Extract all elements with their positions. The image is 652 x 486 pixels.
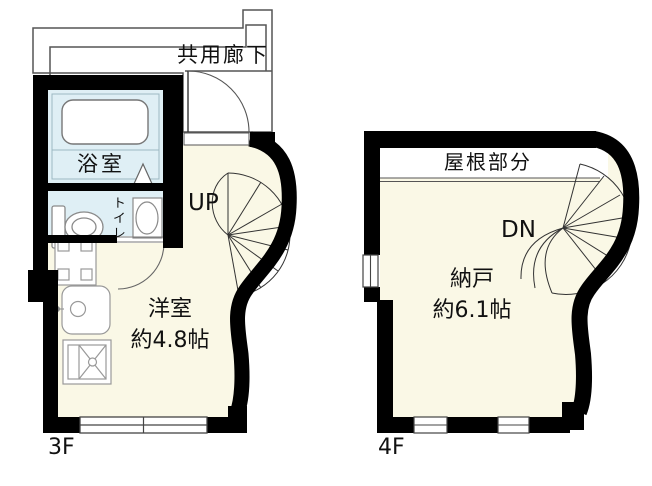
toilet-threshold xyxy=(117,236,163,243)
corridor-label: 共用廊下 xyxy=(177,43,269,67)
stove-counter-icon xyxy=(54,235,97,286)
roof-strip xyxy=(380,148,608,182)
toilet-door-swing xyxy=(117,242,165,290)
entrance-door-swing xyxy=(187,70,250,133)
window-4f-west xyxy=(362,254,379,288)
kitchen-sink-icon xyxy=(54,285,111,335)
window-3f-south xyxy=(79,416,208,434)
window-4f-south-left xyxy=(413,416,448,434)
toilet-label: トイレ xyxy=(109,196,125,241)
bathtub xyxy=(61,99,149,145)
bathroom-inner-frame xyxy=(51,93,160,180)
room-3f-label: 洋室 約4.8帖 xyxy=(110,294,230,356)
stair-up-label: UP xyxy=(188,190,219,216)
washbasin-icon xyxy=(132,197,163,239)
entrance-threshold xyxy=(183,132,250,146)
stair-bulge-wall-4f xyxy=(571,131,640,416)
stair-down-label: DN xyxy=(501,217,536,243)
room-4f-size: 約6.1帖 xyxy=(432,298,512,324)
floor-4f-label: 4F xyxy=(378,435,405,460)
room-3f-size: 約4.8帖 xyxy=(130,328,210,354)
room-4f-name: 納戸 xyxy=(449,267,494,292)
floor-3f-label: 3F xyxy=(48,435,75,460)
roof-label: 屋根部分 xyxy=(444,150,532,174)
washing-machine-pan-icon xyxy=(62,339,112,385)
room-3f-name: 洋室 xyxy=(147,297,192,322)
room-4f-label: 納戸 約6.1帖 xyxy=(412,264,532,326)
stair-bulge-wall-3f xyxy=(229,131,297,416)
bathroom-label: 浴室 xyxy=(77,152,125,176)
window-4f-south-right xyxy=(497,416,530,434)
